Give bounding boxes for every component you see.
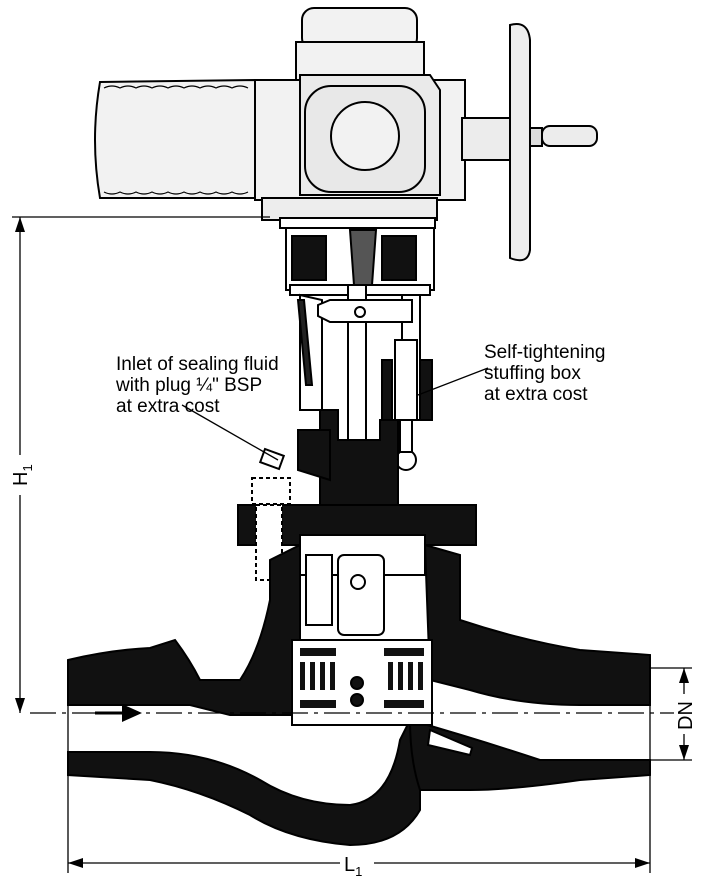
cage-hole-upper <box>350 676 364 690</box>
motor-ribs <box>103 85 249 195</box>
drive-nut <box>348 229 378 286</box>
handle-collar <box>529 127 543 147</box>
stuffing-box-callout-line: at extra cost <box>484 384 588 405</box>
valve-plug <box>337 554 385 636</box>
stuffing-box-callout-line: Self-tightening <box>484 342 605 363</box>
yoke <box>258 227 435 556</box>
length-dimension-label: L1 <box>344 854 362 879</box>
cage-hole-lower <box>350 693 364 707</box>
height-dimension-main: H <box>10 472 32 486</box>
mounting-flange <box>279 217 436 229</box>
indicator-pin <box>354 306 366 318</box>
bearing-right <box>381 235 417 281</box>
handwheel <box>509 23 531 262</box>
handwheel-shaft <box>461 117 511 161</box>
valve-body <box>67 543 651 847</box>
stuffing-box-stud <box>394 339 418 421</box>
stuffing-box-callout: Self-tightening stuffing box at extra co… <box>484 342 611 405</box>
inlet-leader <box>181 404 279 461</box>
body-outlet-lower <box>408 718 651 791</box>
bellows-right <box>419 359 433 421</box>
inlet-callout-line: with plug ¼" BSP <box>115 375 262 396</box>
yoke-slot <box>296 299 314 386</box>
bearing-left <box>291 235 327 281</box>
dimension-arrowheads <box>15 217 689 868</box>
dn-label-backing <box>674 694 696 734</box>
h1-label-backing <box>8 455 32 495</box>
inlet-callout-line: Inlet of sealing fluid <box>116 354 279 375</box>
body-outlet-upper <box>423 543 651 706</box>
outlet-port <box>426 728 474 757</box>
flange-nut <box>251 477 291 505</box>
electric-actuator <box>94 7 598 262</box>
cage-slots <box>300 648 424 708</box>
bellows-left <box>381 359 393 421</box>
gearbox-lower <box>261 197 438 221</box>
length-dimension-main: L <box>344 854 355 876</box>
height-dimension-label: H1 <box>10 464 35 486</box>
l1-label-backing <box>340 852 374 876</box>
callout-leaders <box>181 367 489 461</box>
body-inlet-upper <box>67 543 301 716</box>
nominal-diameter-label: DN <box>675 701 697 730</box>
plug-pin <box>350 574 366 590</box>
handwheel-handle <box>541 125 598 147</box>
body-inlet-lower <box>67 717 421 847</box>
eye-bolt-shank <box>399 419 413 453</box>
stuffing-box-callout-line: stuffing box <box>484 363 581 384</box>
motor-housing <box>94 78 256 199</box>
length-dimension-sub: 1 <box>355 864 362 879</box>
inlet-callout: Inlet of sealing fluid with plug ¼" BSP … <box>115 354 284 417</box>
flow-arrow <box>95 704 142 722</box>
guide-spring <box>305 554 333 626</box>
inlet-callout-line: at extra cost <box>116 396 220 417</box>
height-dimension-sub: 1 <box>20 464 35 471</box>
indicator-window <box>330 101 400 171</box>
stuffing-box-leader <box>417 367 489 396</box>
seal-plug <box>258 447 286 471</box>
seal-inlet-boss <box>297 429 331 482</box>
